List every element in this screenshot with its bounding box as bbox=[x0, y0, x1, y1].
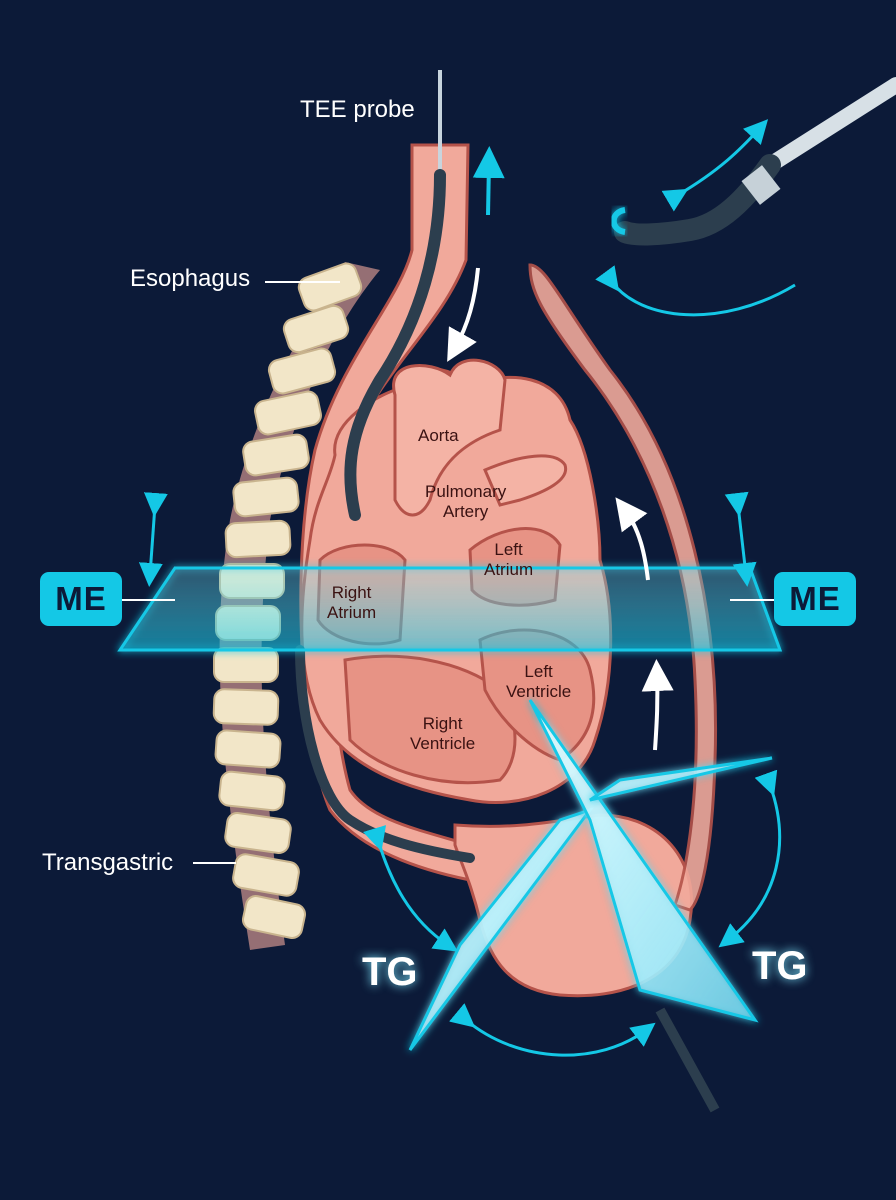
probe-tip-inset bbox=[595, 77, 896, 317]
me-imaging-plane bbox=[117, 491, 783, 652]
left-ventricle-label: Left Ventricle bbox=[506, 662, 572, 701]
me-badge-right: ME bbox=[774, 572, 856, 626]
motion-arrows bbox=[447, 146, 674, 751]
right-ventricle-label: Right Ventricle bbox=[410, 714, 476, 753]
tg-label-left: TG bbox=[362, 950, 418, 994]
aorta-label: Aorta bbox=[418, 426, 459, 445]
left-atrium-label: Left Atrium bbox=[484, 540, 534, 579]
transgastric-label: Transgastric bbox=[42, 849, 174, 876]
pulmonary-artery-label: Pulmonary Artery bbox=[425, 482, 507, 521]
tee-probe-label: TEE probe bbox=[300, 96, 415, 123]
leader-lines bbox=[193, 281, 340, 864]
esophagus-label: Esophagus bbox=[130, 265, 251, 292]
tg-label-right: TG bbox=[752, 944, 808, 988]
right-atrium-label: Right Atrium bbox=[327, 583, 377, 622]
me-badge-left: ME bbox=[40, 572, 122, 626]
tg-imaging-beams bbox=[363, 699, 782, 1057]
